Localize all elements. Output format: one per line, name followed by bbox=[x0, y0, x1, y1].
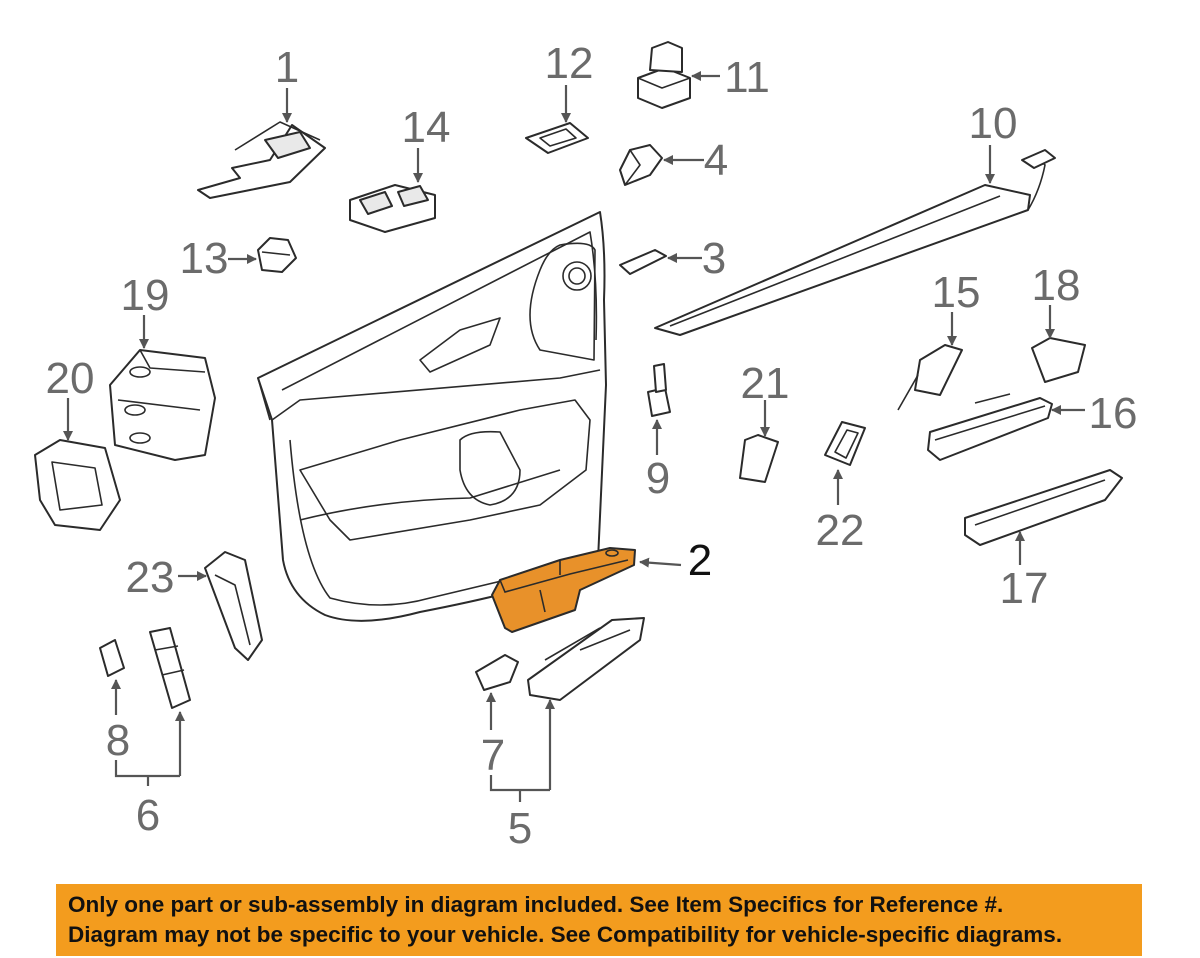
callout-16: 16 bbox=[1089, 389, 1138, 438]
callout-3: 3 bbox=[702, 234, 726, 283]
callout-21: 21 bbox=[741, 359, 790, 408]
part-6 bbox=[149, 627, 191, 709]
callout-numbers: 1 2 3 4 5 6 7 8 9 10 11 12 13 14 15 16 1… bbox=[46, 39, 1138, 853]
part-16 bbox=[927, 393, 1053, 461]
callout-9: 9 bbox=[646, 454, 670, 503]
callout-19: 19 bbox=[121, 271, 170, 320]
callout-15: 15 bbox=[932, 268, 981, 317]
part-5 bbox=[527, 617, 645, 701]
part-10 bbox=[654, 149, 1056, 336]
callout-10: 10 bbox=[969, 99, 1018, 148]
part-20 bbox=[34, 439, 121, 531]
part-18 bbox=[1031, 337, 1086, 383]
part-21 bbox=[739, 434, 779, 483]
door-trim-panel bbox=[257, 211, 607, 622]
part-19 bbox=[109, 349, 216, 461]
part-2-highlighted bbox=[491, 547, 636, 633]
part-9 bbox=[647, 363, 671, 417]
callout-6: 6 bbox=[136, 791, 160, 840]
callout-23: 23 bbox=[126, 553, 175, 602]
part-13 bbox=[257, 237, 297, 273]
callout-13: 13 bbox=[180, 234, 229, 283]
callout-1: 1 bbox=[275, 43, 299, 92]
part-3 bbox=[619, 249, 667, 275]
callout-7: 7 bbox=[481, 731, 505, 780]
callout-17: 17 bbox=[1000, 564, 1049, 613]
callout-22: 22 bbox=[816, 506, 865, 555]
leader-lines bbox=[63, 71, 1085, 790]
callout-5: 5 bbox=[508, 804, 532, 853]
callout-8: 8 bbox=[106, 716, 130, 765]
callout-11: 11 bbox=[724, 53, 770, 102]
part-11 bbox=[637, 41, 691, 109]
group-brackets bbox=[114, 760, 550, 802]
part-23 bbox=[204, 551, 263, 661]
callout-4: 4 bbox=[704, 136, 728, 185]
callout-18: 18 bbox=[1032, 261, 1081, 310]
part-1 bbox=[197, 121, 326, 199]
parts-diagram: 1 2 3 4 5 6 7 8 9 10 11 12 13 14 15 16 1… bbox=[34, 39, 1138, 853]
part-12 bbox=[525, 122, 589, 154]
disclaimer-line-2: Diagram may not be specific to your vehi… bbox=[68, 922, 1063, 947]
disclaimer-line-1: Only one part or sub-assembly in diagram… bbox=[68, 892, 1004, 917]
callout-14: 14 bbox=[402, 103, 451, 152]
part-22 bbox=[824, 421, 866, 466]
callout-2: 2 bbox=[688, 536, 712, 585]
part-8 bbox=[99, 639, 125, 677]
disclaimer-banner: Only one part or sub-assembly in diagram… bbox=[56, 884, 1142, 956]
part-15 bbox=[897, 344, 963, 411]
callout-12: 12 bbox=[545, 39, 594, 88]
callout-20: 20 bbox=[46, 354, 95, 403]
part-14 bbox=[349, 184, 436, 233]
part-17 bbox=[964, 469, 1123, 546]
part-4 bbox=[619, 144, 663, 186]
part-7 bbox=[475, 654, 519, 691]
